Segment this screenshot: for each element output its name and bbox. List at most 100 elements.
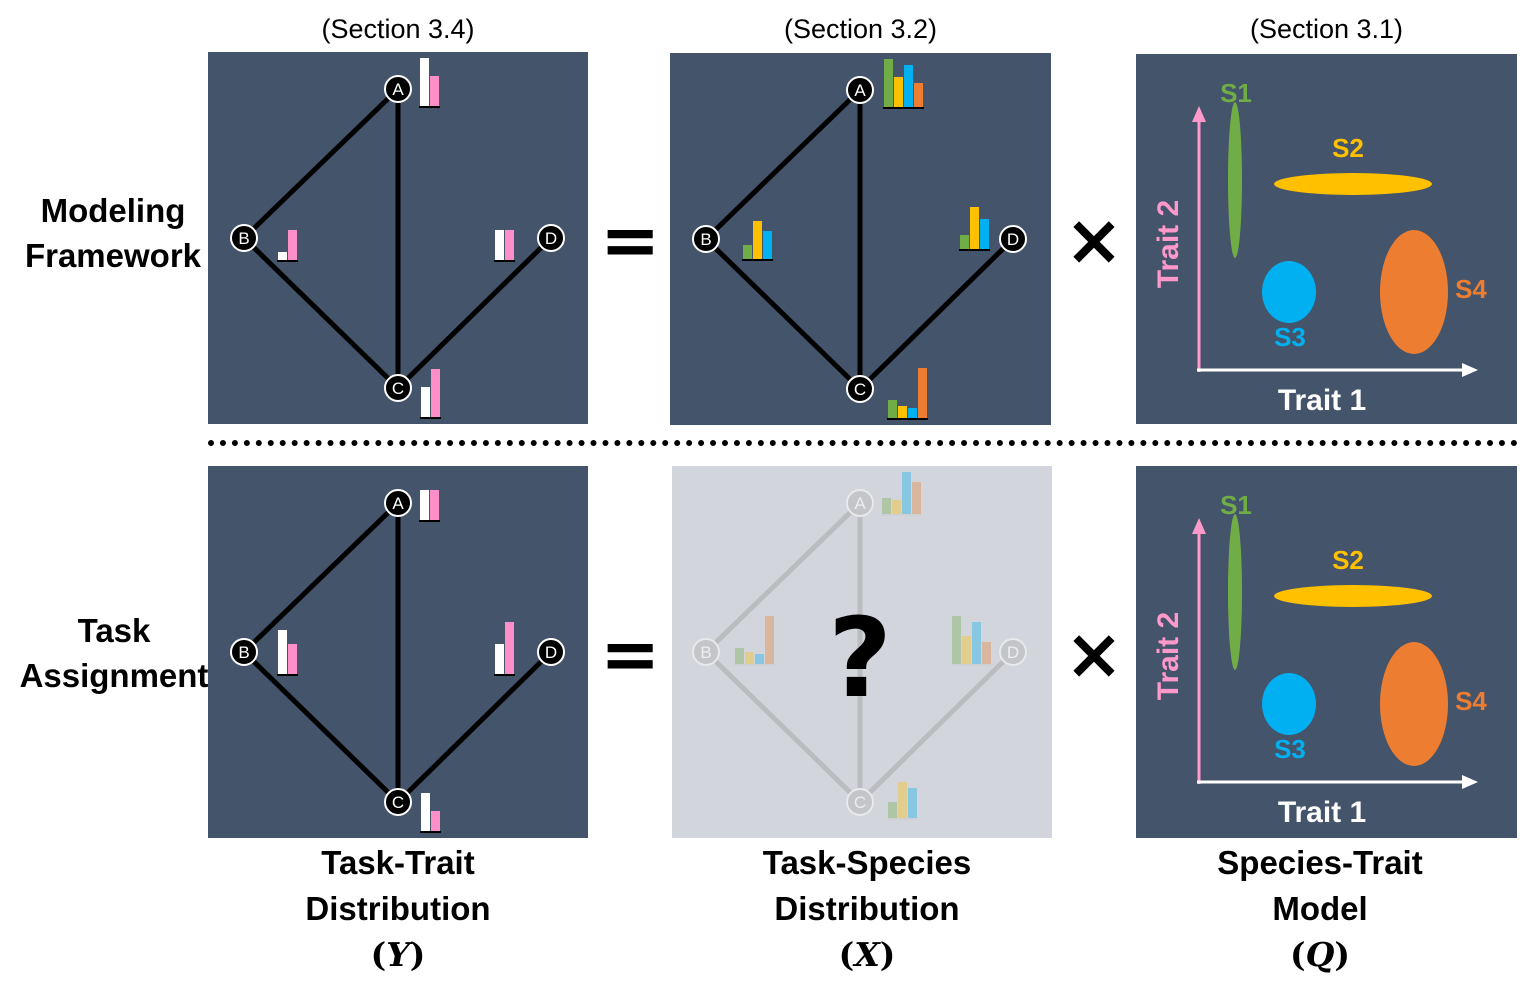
x-axis-label: Trait 1: [1278, 796, 1366, 829]
graph-node-label: A: [392, 494, 404, 513]
bar: [743, 245, 752, 259]
species-s1-region: [1228, 102, 1242, 258]
bar: [278, 252, 287, 260]
graph-node-label: C: [392, 379, 404, 398]
graph-node-label: D: [1007, 230, 1019, 249]
row-label-line: Assignment: [19, 657, 209, 694]
graph-node-label: A: [854, 494, 866, 513]
graph-edge-C-D: [396, 236, 553, 390]
y-axis-arrowhead: [1192, 518, 1206, 534]
row-label-task-assignment: Task Assignment: [0, 608, 228, 698]
species-s2-region: [1274, 585, 1432, 607]
section-label-y: (Section 3.4): [321, 14, 475, 44]
bar: [908, 788, 917, 818]
bar: [972, 622, 981, 664]
bar: [288, 230, 297, 260]
bar: [421, 387, 430, 417]
trait-bars-D: [494, 230, 515, 262]
graph-node-A: [846, 76, 874, 104]
bar: [421, 793, 430, 831]
species-label-s3: S3: [1274, 322, 1306, 352]
bar: [753, 221, 762, 259]
graph-node-label: B: [700, 643, 711, 662]
graph-edge-B-C: [242, 650, 400, 804]
species-label-s4: S4: [1455, 686, 1487, 716]
bar: [980, 219, 989, 249]
graph-edge-B-C: [704, 650, 862, 804]
bar: [914, 83, 923, 107]
bar: [278, 630, 287, 674]
graph-node-label: C: [392, 793, 404, 812]
bar: [892, 500, 901, 514]
graph-edge-A-B: [704, 501, 862, 654]
species-label-s2: S2: [1332, 545, 1364, 575]
graph-edge-B-C: [704, 237, 862, 391]
graph-node-D: [999, 225, 1027, 253]
bar: [888, 400, 897, 418]
section-label-q: (Section 3.1): [1249, 14, 1404, 44]
caption-line: Model: [1272, 890, 1368, 927]
graph-node-label: D: [1007, 643, 1019, 662]
bar: [960, 235, 969, 249]
bar: [431, 811, 440, 831]
caption-species-trait: Species-Trait Model (Q): [1130, 840, 1510, 978]
species-label-s2: S2: [1332, 133, 1364, 163]
graph-node-C: [384, 374, 412, 402]
trait-bars-A: [419, 490, 440, 522]
bar: [745, 652, 754, 664]
bar: [431, 369, 440, 417]
bar: [755, 654, 764, 664]
graph-node-label: D: [545, 643, 557, 662]
graph-node-B: [230, 638, 258, 666]
y-axis-label: Trait 2: [1152, 612, 1185, 700]
species-label-s3: S3: [1274, 734, 1306, 764]
row-label-line: Modeling: [40, 192, 186, 229]
bar: [505, 230, 514, 260]
caption-task-trait: Task-Trait Distribution (Y): [208, 840, 588, 978]
species-s1-region: [1228, 514, 1242, 670]
symbol-y: Y: [386, 935, 410, 974]
species-s2-region: [1274, 173, 1432, 195]
caption-task-species: Task-Species Distribution (X): [677, 840, 1057, 978]
trait-bars-C: [420, 369, 441, 419]
graph-node-label: B: [700, 230, 711, 249]
bar: [894, 77, 903, 107]
trait-bars-D: [494, 622, 515, 676]
caption-line: Species-Trait: [1217, 844, 1423, 881]
species-s4-region: [1380, 642, 1448, 766]
species-bars-D: [959, 207, 990, 251]
species-bars-C: [887, 368, 928, 420]
times-operator-top: ×: [1064, 199, 1124, 281]
species-s3-region: [1262, 673, 1316, 735]
graph-edge-C-D: [858, 237, 1015, 391]
graph-node-B: [692, 638, 720, 666]
bar: [898, 406, 907, 418]
bar: [918, 368, 927, 418]
x-axis-arrowhead: [1462, 775, 1478, 789]
graph-node-label: B: [238, 229, 249, 248]
bar: [982, 642, 991, 664]
unknown-question-mark: ?: [828, 594, 892, 722]
species-label-s1: S1: [1220, 78, 1252, 108]
species-bars-B: [734, 616, 775, 666]
bar: [430, 76, 439, 106]
bar: [430, 490, 439, 520]
row-label-modeling-framework: Modeling Framework: [0, 188, 226, 278]
trait-bars-B: [277, 630, 298, 676]
times-operator-bottom: ×: [1064, 613, 1124, 695]
bar: [962, 636, 971, 664]
symbol-x: X: [854, 935, 880, 974]
graph-node-B: [230, 224, 258, 252]
x-axis-arrowhead: [1462, 363, 1478, 377]
species-bars-A: [883, 59, 924, 109]
graph-edge-B-C: [242, 236, 400, 390]
caption-symbol: (X): [838, 935, 896, 974]
trait-bars-B: [277, 230, 298, 262]
graph-node-C: [384, 788, 412, 816]
species-s3-region: [1262, 261, 1316, 323]
bar: [888, 802, 897, 818]
row-label-line: Framework: [24, 237, 202, 274]
